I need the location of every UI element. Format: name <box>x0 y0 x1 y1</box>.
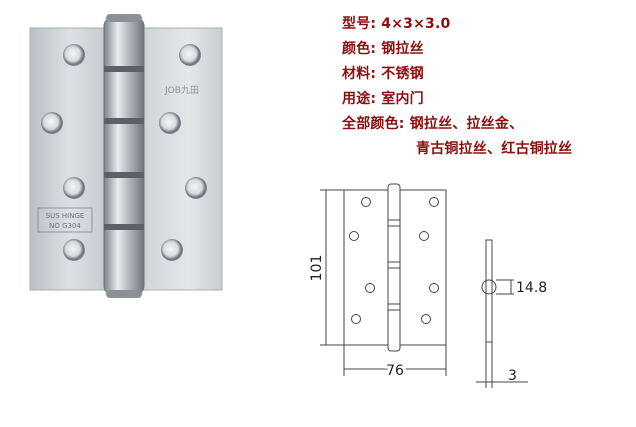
width-dim-label: 76 <box>386 363 404 379</box>
hinge-stamp-line1: SUS HINGE <box>46 212 85 220</box>
spec-material: 材料: 不锈钢 <box>342 66 424 82</box>
screw-hole <box>159 112 181 134</box>
hinge-brand-mark: JOB九田 <box>164 85 199 96</box>
hinge-barrel <box>103 17 145 295</box>
technical-drawing: 101 76 14.8 3 <box>309 183 547 388</box>
drawing-left-leaf <box>343 189 389 346</box>
drawing-side-view <box>485 239 493 343</box>
spec-all-colors: 全部颜色: 钢拉丝、拉丝金、 <box>342 116 524 132</box>
knuckle-dim-label: 14.8 <box>516 280 547 296</box>
spec-usage: 用途: 室内门 <box>342 91 424 107</box>
spec-model: 型号: 4×3×3.0 <box>342 16 451 32</box>
screw-hole <box>63 44 85 66</box>
drawing-knuckle-section <box>481 279 497 295</box>
spec-color: 颜色: 钢拉丝 <box>342 41 424 57</box>
screw-hole <box>41 112 63 134</box>
screw-hole <box>63 239 85 261</box>
screw-hole <box>63 177 85 199</box>
hinge-stamp-line2: NO G304 <box>49 222 81 230</box>
screw-hole <box>179 44 201 66</box>
thickness-dim-label: 3 <box>508 368 517 384</box>
spec-all-colors-cont: 青古铜拉丝、红古铜拉丝 <box>416 141 573 157</box>
screw-hole <box>185 177 207 199</box>
hinge-photo: SUS HINGE NO G304 JOB九田 <box>29 14 223 298</box>
height-dim-label: 101 <box>309 255 325 282</box>
screw-hole <box>161 239 183 261</box>
spec-list: 型号: 4×3×3.0 颜色: 钢拉丝 材料: 不锈钢 用途: 室内门 全部颜色… <box>342 12 622 162</box>
